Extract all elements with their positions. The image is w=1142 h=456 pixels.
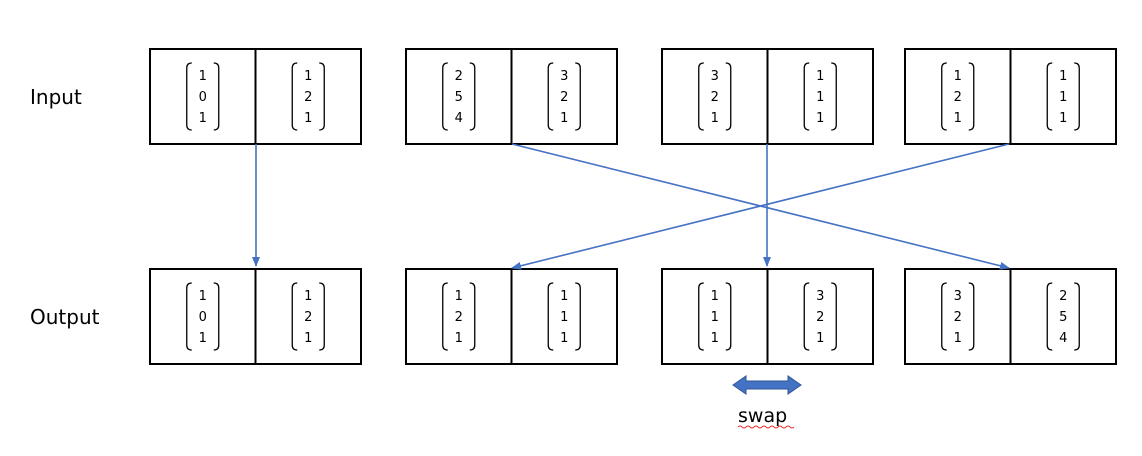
vector-entry: 1 (455, 289, 463, 304)
left-bracket-icon (803, 62, 810, 131)
vector-pair: 1 1 1 3 2 1 (661, 268, 874, 365)
vector-entry: 1 (199, 331, 207, 346)
right-bracket-icon (725, 282, 732, 351)
vector-entry: 1 (560, 111, 568, 126)
vector-pair: 1 0 1 1 2 1 (149, 268, 362, 365)
vector-entry: 1 (560, 331, 568, 346)
right-bracket-icon (469, 282, 476, 351)
vector-entry: 2 (1059, 289, 1067, 304)
vector-entry: 0 (199, 90, 207, 105)
vector-entry: 1 (711, 289, 719, 304)
vector-entry: 2 (816, 310, 824, 325)
arrow-pair4-to-pair2 (511, 143, 1010, 270)
vector-entry: 1 (304, 69, 312, 84)
vector-entry: 1 (199, 69, 207, 84)
input-row-label: Input (30, 85, 82, 109)
left-bracket-icon (291, 62, 298, 131)
spellcheck-underline (737, 425, 795, 429)
vector-entry: 1 (304, 331, 312, 346)
vector-entry: 1 (711, 331, 719, 346)
vector-entry: 2 (455, 310, 463, 325)
right-bracket-icon (575, 62, 581, 131)
vector-entry: 1 (711, 111, 719, 126)
vector-entry: 1 (455, 331, 463, 346)
vector-entry: 3 (560, 69, 568, 84)
right-bracket-icon (831, 282, 837, 351)
vector-entry: 2 (304, 310, 312, 325)
left-bracket-icon (547, 62, 554, 131)
left-bracket-icon (442, 62, 448, 131)
right-bracket-icon (1074, 62, 1080, 131)
right-bracket-icon (831, 62, 837, 131)
left-bracket-icon (803, 282, 810, 351)
left-bracket-icon (186, 282, 192, 351)
right-bracket-icon (968, 62, 975, 131)
right-bracket-icon (968, 282, 975, 351)
box-group: 1011212543213211111211111011211211111113… (149, 48, 1117, 365)
vector-entry: 2 (711, 90, 719, 105)
left-bracket-icon (186, 62, 192, 131)
left-bracket-icon (291, 282, 298, 351)
vector-entry: 2 (954, 90, 962, 105)
vector-entry: 4 (1059, 331, 1067, 346)
right-bracket-icon (319, 282, 325, 351)
connector-arrows (252, 143, 1010, 270)
vector-entry: 0 (199, 310, 207, 325)
vector-entry: 1 (711, 310, 719, 325)
vector-entry: 1 (954, 111, 962, 126)
vector-entry: 2 (304, 90, 312, 105)
vector-entry: 5 (1059, 310, 1067, 325)
vector-entry: 1 (304, 289, 312, 304)
vector-pair: 3 2 1 1 1 1 (661, 48, 874, 145)
vector-pair: 1 2 1 1 1 1 (405, 268, 618, 365)
vector-entry: 1 (560, 289, 568, 304)
right-bracket-icon (1074, 282, 1080, 351)
vector-entry: 3 (954, 289, 962, 304)
swap-arrow-icon (732, 375, 802, 395)
vector-entry: 1 (1059, 90, 1067, 105)
vector-entry: 1 (816, 69, 824, 84)
vector-entry: 1 (816, 331, 824, 346)
left-bracket-icon (1046, 282, 1053, 351)
vector-entry: 2 (954, 310, 962, 325)
left-bracket-icon (698, 62, 704, 131)
vector-entry: 1 (954, 331, 962, 346)
vector-entry: 3 (816, 289, 824, 304)
vector-entry: 2 (455, 69, 463, 84)
right-bracket-icon (469, 62, 476, 131)
vector-entry: 1 (816, 90, 824, 105)
right-bracket-icon (213, 62, 220, 131)
vector-pair: 2 5 4 3 2 1 (405, 48, 618, 145)
right-bracket-icon (213, 282, 220, 351)
left-bracket-icon (941, 282, 947, 351)
vector-entry: 3 (711, 69, 719, 84)
output-row-label: Output (30, 305, 100, 329)
vector-entry: 1 (816, 111, 824, 126)
swap-label: swap (738, 405, 787, 427)
vector-entry: 5 (455, 90, 463, 105)
left-bracket-icon (1046, 62, 1053, 131)
vector-entry: 1 (199, 111, 207, 126)
vector-pair: 1 0 1 1 2 1 (149, 48, 362, 145)
right-bracket-icon (575, 282, 581, 351)
right-bracket-icon (725, 62, 732, 131)
left-bracket-icon (941, 62, 947, 131)
vector-entry: 4 (455, 111, 463, 126)
vector-pair: 1 2 1 1 1 1 (904, 48, 1117, 145)
vector-entry: 1 (954, 69, 962, 84)
vector-entry: 1 (560, 310, 568, 325)
vector-entry: 1 (304, 111, 312, 126)
vector-entry: 1 (1059, 111, 1067, 126)
vector-pair: 3 2 1 2 5 4 (904, 268, 1117, 365)
vector-entry: 1 (199, 289, 207, 304)
left-bracket-icon (547, 282, 554, 351)
right-bracket-icon (319, 62, 325, 131)
left-bracket-icon (698, 282, 704, 351)
vector-entry: 2 (560, 90, 568, 105)
vector-entry: 1 (1059, 69, 1067, 84)
left-bracket-icon (442, 282, 448, 351)
